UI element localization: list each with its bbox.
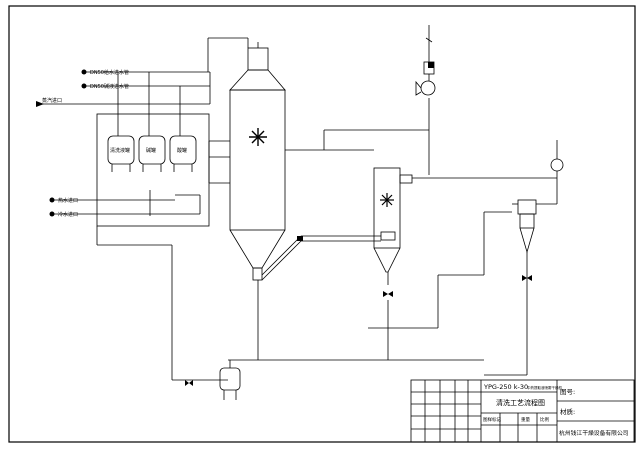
- valve-symbols: [36, 62, 532, 386]
- label-inlet-cold-water: 冷水进口: [58, 211, 78, 218]
- duct-joint-icon: [297, 236, 303, 241]
- label-tank-3: 酸罐: [177, 147, 187, 154]
- col-header-weight: 重量: [521, 416, 530, 423]
- inlet-piping: [40, 37, 249, 136]
- inlet-port-icon: [81, 83, 87, 89]
- label-tank-1: 清洗液罐: [110, 147, 130, 154]
- blower-fan: [536, 140, 564, 205]
- heating-lines: [52, 190, 201, 216]
- col-header-scale: 比例: [540, 416, 549, 423]
- cleaning-tank-1: [107, 135, 135, 172]
- tower-feed-lines: [208, 140, 230, 184]
- transfer-duct: [261, 98, 557, 281]
- discharge-valve-icon: [383, 291, 393, 297]
- label-inlet-hot-water: 热水进口: [58, 197, 78, 204]
- label-material: 材质:: [560, 407, 575, 416]
- secondary-separator: [373, 167, 413, 285]
- drawing-title: 清洗工艺流程图: [496, 398, 545, 407]
- inlet-port-icon: [49, 197, 55, 203]
- inlet-arrow-icon: [36, 101, 44, 107]
- drying-tower: [229, 42, 286, 281]
- title-model-note: 中药提取液喷雾干燥机: [527, 385, 562, 390]
- col-header-drawing-mark: 图样标记: [483, 416, 501, 423]
- separator-nozzle-icon: [380, 193, 394, 207]
- exhaust-fan: [415, 25, 436, 96]
- label-tank-2: 碱罐: [146, 147, 156, 154]
- drain-valve-icon: [185, 380, 193, 386]
- cleaning-tank-2: [138, 135, 166, 172]
- atomizer-icon: [249, 128, 267, 146]
- cleaning-tank-3: [169, 135, 197, 172]
- label-drawing-no: 图号:: [560, 388, 575, 396]
- title-block: YPG-250 k-30 中药提取液喷雾干燥机 清洗工艺流程图 图号: 材质: …: [410, 379, 635, 443]
- company-name: 杭州钱江干燥设备有限公司: [559, 429, 629, 437]
- label-inlet-steam: 蒸汽进口: [42, 97, 62, 104]
- return-lines: [368, 211, 528, 376]
- inlet-port-icon: [49, 211, 55, 217]
- drawing-border: [8, 5, 636, 443]
- label-inlet-second: DN50碱液进水管: [90, 83, 129, 90]
- title-model: YPG-250 k-30: [483, 383, 528, 391]
- recovery-tank: [219, 360, 241, 400]
- cyclone-separator: [512, 199, 537, 262]
- drain-lines: [96, 226, 484, 381]
- inlet-port-icon: [81, 69, 87, 75]
- cyclone-valve-icon: [522, 275, 532, 281]
- label-inlet-top: DN50给水进水管: [90, 69, 129, 76]
- damper-icon: [428, 62, 434, 68]
